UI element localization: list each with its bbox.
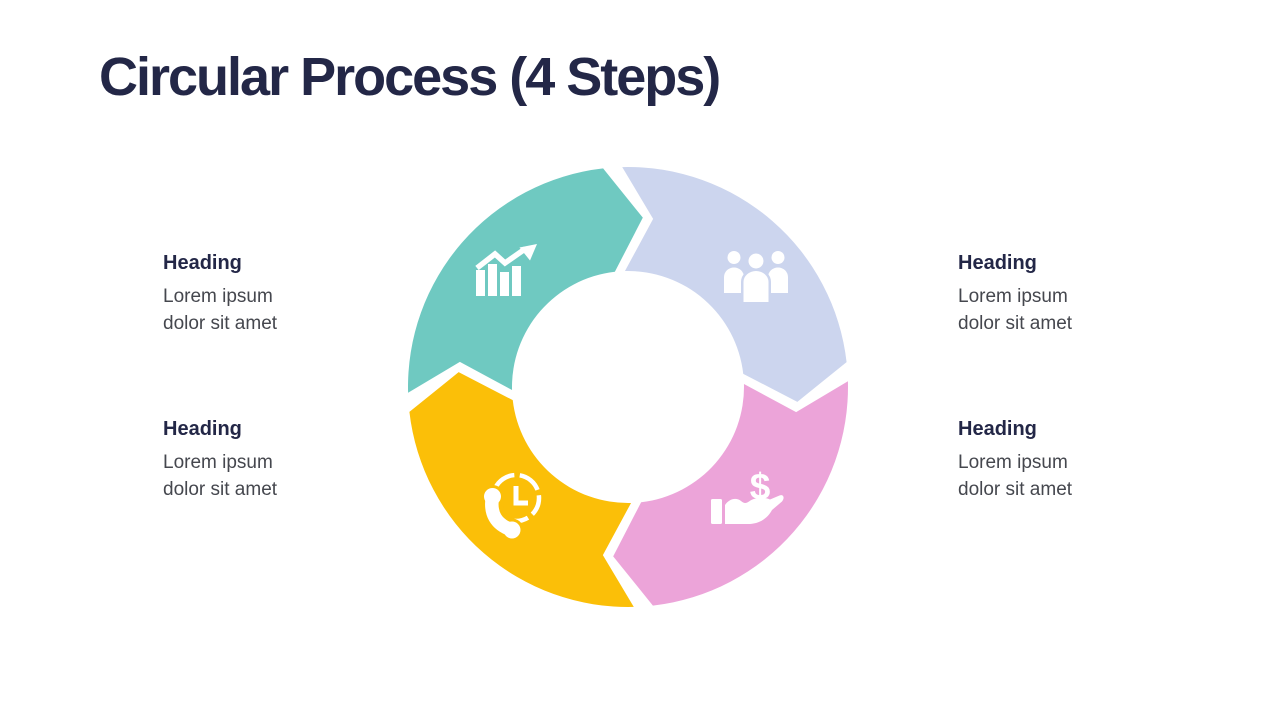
slide-title: Circular Process (4 Steps) <box>99 47 721 107</box>
step-3-heading: Heading <box>958 418 1037 440</box>
step-1-body: Lorem ipsum dolor sit amet <box>163 286 278 334</box>
step-1-heading: Heading <box>163 252 242 274</box>
phone-clock-icon <box>480 472 542 542</box>
segment-step-1 <box>408 168 643 393</box>
segment-step-4 <box>409 372 634 607</box>
segment-step-3 <box>613 381 848 606</box>
step-2-heading: Heading <box>958 252 1037 274</box>
step-2-body: Lorem ipsum dolor sit amet <box>958 286 1073 334</box>
svg-text:$: $ <box>750 466 771 507</box>
money-hand-icon: $ <box>711 466 784 524</box>
growth-chart-icon <box>475 244 537 296</box>
step-3-body: Lorem ipsum dolor sit amet <box>958 452 1073 500</box>
step-2-label: Heading Lorem ipsum dolor sit amet <box>958 251 1098 337</box>
step-4-label: Heading Lorem ipsum dolor sit amet <box>163 417 303 503</box>
step-3-label: Heading Lorem ipsum dolor sit amet <box>958 417 1098 503</box>
step-1-label: Heading Lorem ipsum dolor sit amet <box>163 251 303 337</box>
diagram-segments <box>408 167 848 607</box>
team-icon <box>724 251 788 305</box>
step-4-heading: Heading <box>163 418 242 440</box>
step-4-body: Lorem ipsum dolor sit amet <box>163 452 278 500</box>
diagram-icons: $ <box>475 244 788 542</box>
